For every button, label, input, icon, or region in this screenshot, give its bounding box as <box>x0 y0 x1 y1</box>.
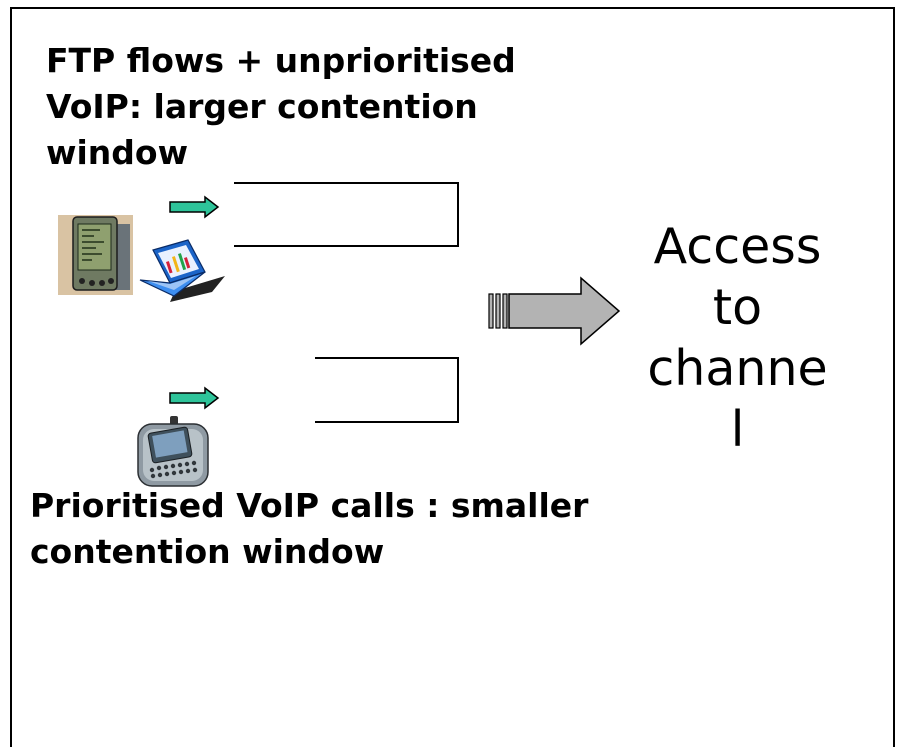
laptop-icon <box>139 239 225 302</box>
flow-arrow-icon <box>169 386 220 410</box>
pda-icon <box>58 215 133 295</box>
access-to-channel-label: Access to channe l <box>630 216 845 460</box>
access-line-1: Access <box>653 218 822 275</box>
upper-queue <box>234 182 459 247</box>
top-caption: FTP flows + unprioritised VoIP: larger c… <box>46 41 516 172</box>
bottom-caption: Prioritised VoIP calls : smaller content… <box>30 486 589 571</box>
palm-device-icon <box>137 416 209 487</box>
access-line-2: to <box>712 279 763 336</box>
flow-arrow-icon <box>169 195 220 219</box>
access-line-4: l <box>730 401 745 458</box>
slide-frame <box>10 7 895 747</box>
access-line-3: channe <box>647 340 828 397</box>
lower-queue <box>315 357 459 423</box>
channel-arrow-icon <box>488 276 621 346</box>
